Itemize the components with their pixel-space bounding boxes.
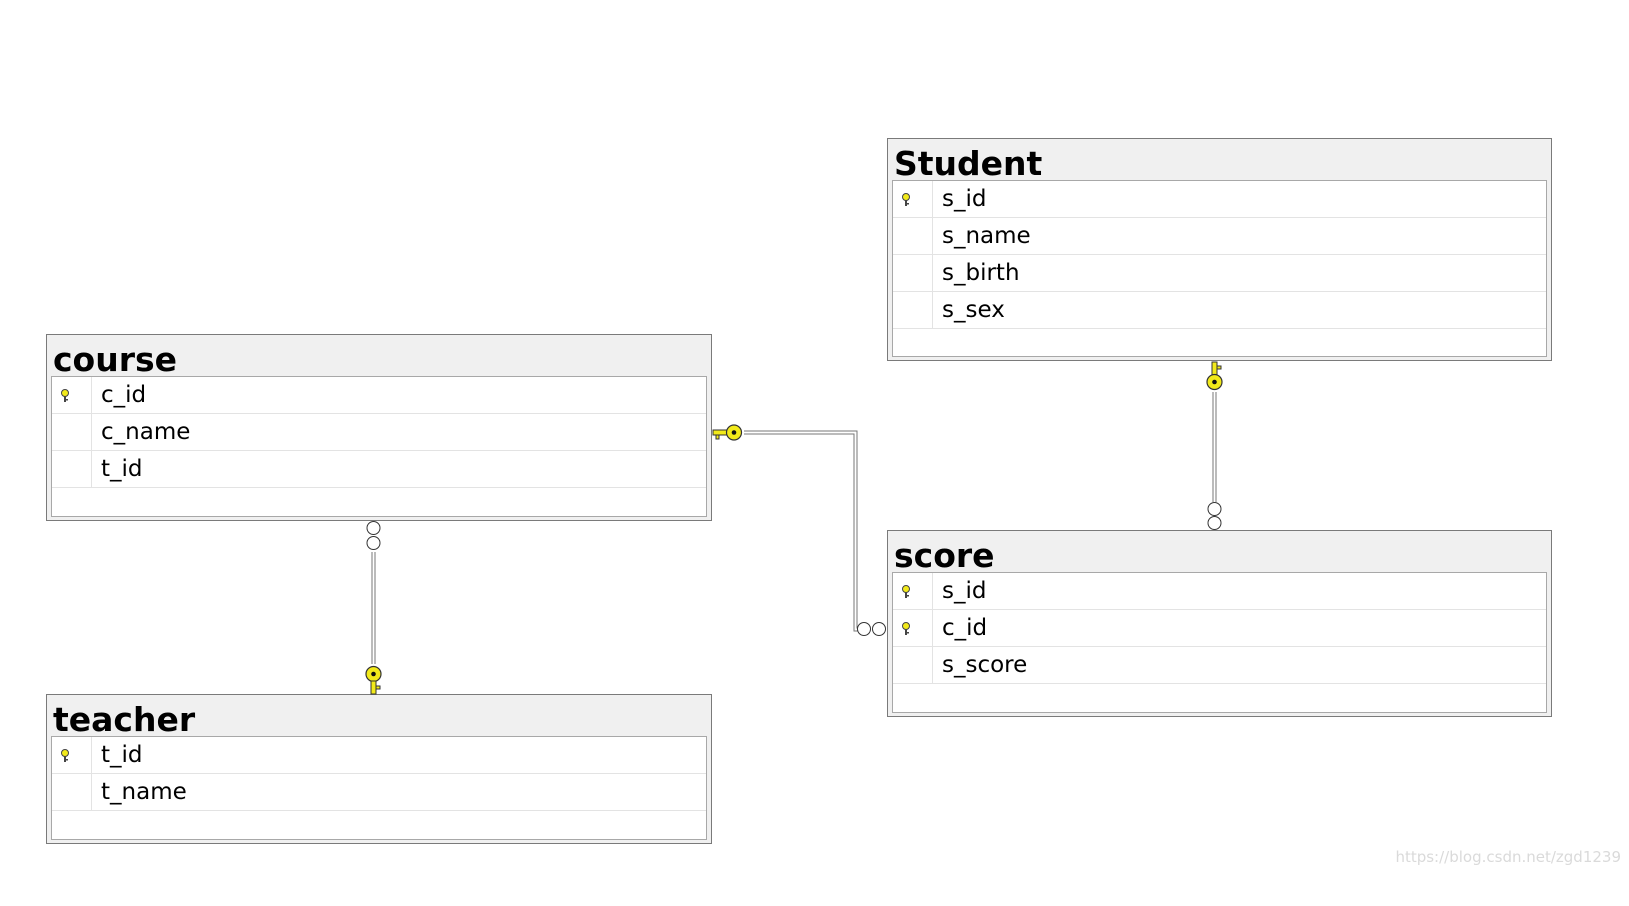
column-row[interactable]: t_id <box>52 737 706 774</box>
key-cell <box>52 774 92 810</box>
primary-key-icon <box>902 585 910 598</box>
column-grid: c_id c_name t_id <box>51 376 707 517</box>
column-row[interactable]: t_name <box>52 774 706 811</box>
column-row[interactable]: c_id <box>893 610 1546 647</box>
column-row[interactable]: s_score <box>893 647 1546 684</box>
column-name: s_birth <box>942 260 1020 286</box>
key-cell <box>893 610 933 646</box>
table-title: score <box>894 536 995 572</box>
key-cell <box>52 414 92 450</box>
column-grid: s_id c_id s_score <box>892 572 1547 713</box>
infinity-endpoint-icon <box>1207 502 1222 530</box>
primary-key-icon <box>902 193 910 206</box>
key-cell <box>893 255 933 291</box>
key-cell <box>893 647 933 683</box>
table-teacher[interactable]: teacher t_id t_name <box>46 694 712 844</box>
key-cell <box>52 377 92 413</box>
key-cell <box>893 292 933 328</box>
primary-key-icon <box>61 389 69 402</box>
column-row[interactable]: s_id <box>893 181 1546 218</box>
table-course[interactable]: course c_id c_name t_id <box>46 334 712 521</box>
table-title: course <box>53 340 178 376</box>
table-score[interactable]: score s_id c_id s_score <box>887 530 1552 717</box>
key-cell <box>893 573 933 609</box>
column-name: s_id <box>942 578 987 604</box>
relationship-teacher-course[interactable] <box>365 521 382 695</box>
column-name: c_name <box>101 419 191 445</box>
table-student[interactable]: Student s_id s_name s_birth s_sex <box>887 138 1552 361</box>
column-row[interactable]: c_name <box>52 414 706 451</box>
column-name: s_score <box>942 652 1028 678</box>
key-cell <box>52 737 92 773</box>
column-row[interactable]: c_id <box>52 377 706 414</box>
column-row[interactable]: s_id <box>893 573 1546 610</box>
column-row[interactable]: s_birth <box>893 255 1546 292</box>
key-cell <box>52 451 92 487</box>
column-name: s_id <box>942 186 987 212</box>
table-title: teacher <box>53 700 196 736</box>
column-grid: t_id t_name <box>51 736 707 840</box>
key-endpoint-icon <box>365 665 382 695</box>
relationship-student-score[interactable] <box>1206 361 1223 530</box>
table-title: Student <box>894 144 1043 180</box>
key-cell <box>893 181 933 217</box>
key-endpoint-icon <box>1206 361 1223 391</box>
infinity-endpoint-icon <box>857 622 886 636</box>
column-name: t_name <box>101 779 187 805</box>
column-row[interactable]: s_sex <box>893 292 1546 329</box>
primary-key-icon <box>902 622 910 635</box>
column-name: s_name <box>942 223 1031 249</box>
column-row[interactable]: t_id <box>52 451 706 488</box>
column-name: c_id <box>942 615 988 641</box>
column-name: s_sex <box>942 297 1005 323</box>
column-row[interactable]: s_name <box>893 218 1546 255</box>
column-name: c_id <box>101 382 147 408</box>
watermark: https://blog.csdn.net/zgd1239 <box>1395 848 1621 866</box>
column-grid: s_id s_name s_birth s_sex <box>892 180 1547 357</box>
relationship-course-score[interactable] <box>712 424 886 636</box>
key-endpoint-icon <box>712 424 743 441</box>
infinity-endpoint-icon <box>366 521 381 550</box>
key-cell <box>893 218 933 254</box>
primary-key-icon <box>61 749 69 762</box>
column-name: t_id <box>101 456 143 482</box>
column-name: t_id <box>101 742 143 768</box>
